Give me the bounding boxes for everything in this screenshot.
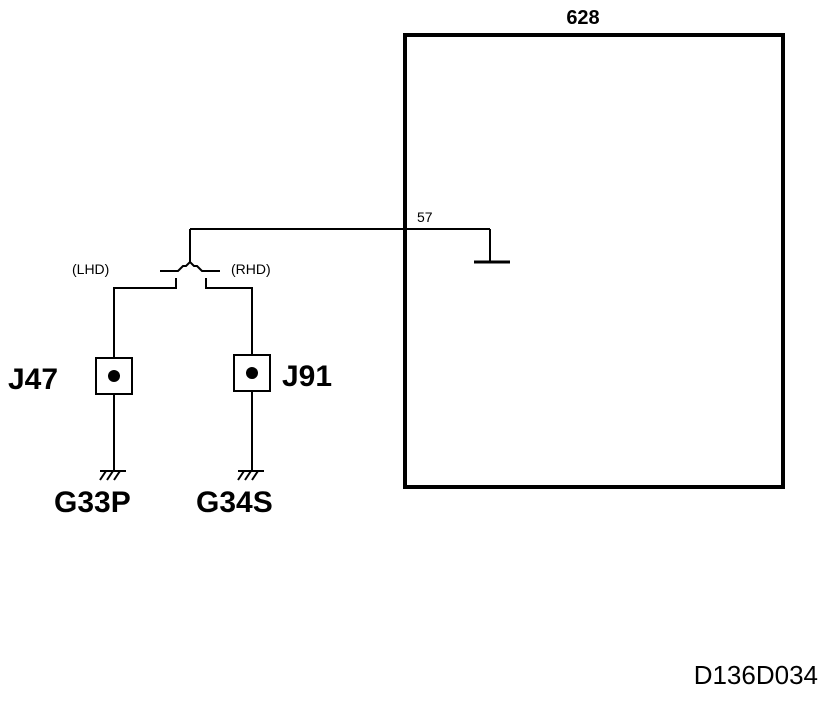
branch-label-rhd: (RHD) xyxy=(231,261,271,277)
left-branch-wire xyxy=(113,278,177,358)
figure-code: D136D034 xyxy=(694,660,818,690)
ground-label-g33p: G33P xyxy=(54,486,131,519)
ground-label-g34s: G34S xyxy=(196,486,273,519)
connector-label-j47: J47 xyxy=(8,363,58,396)
component-box xyxy=(403,33,785,489)
ground-g34s-icon xyxy=(237,470,264,481)
connector-label-j91: J91 xyxy=(282,360,332,393)
ground-g33p-icon xyxy=(99,470,126,481)
connector-j47-pin xyxy=(108,370,120,382)
pin-label: 57 xyxy=(417,209,433,225)
connector-j91-pin xyxy=(246,367,258,379)
branch-splice xyxy=(160,260,220,272)
component-label: 628 xyxy=(566,7,599,29)
right-branch-wire xyxy=(205,278,253,355)
branch-label-lhd: (LHD) xyxy=(72,261,109,277)
